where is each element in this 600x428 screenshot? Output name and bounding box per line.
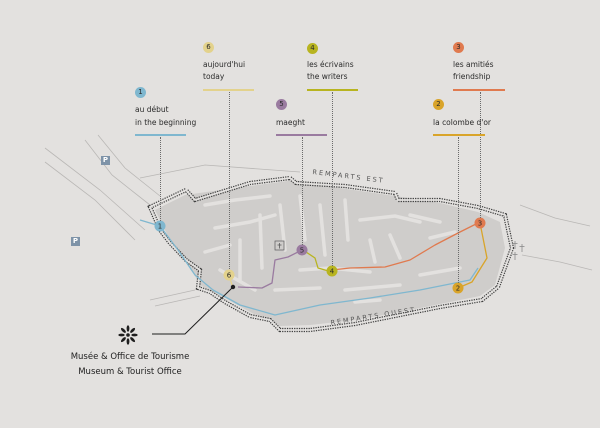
walking-routes	[139, 219, 488, 316]
svg-text:4: 4	[330, 268, 335, 276]
museum-leader-line	[152, 286, 234, 335]
route-title-fr: la colombe d'or	[433, 118, 492, 127]
cemetery-crosses-icon	[512, 241, 525, 260]
route-number-badge: 2	[433, 99, 444, 110]
svg-text:1: 1	[158, 223, 162, 231]
svg-text:2: 2	[456, 285, 460, 293]
route-color-bar	[135, 134, 186, 136]
route-1-path	[139, 219, 479, 316]
route-title-fr: aujourd'hui	[203, 60, 246, 69]
leader-line-6	[229, 92, 230, 269]
marker-5[interactable]: 5	[296, 244, 308, 256]
route-color-bar	[453, 89, 505, 91]
route-title-en: the writers	[307, 72, 348, 81]
route-title-fr: les amitiés	[453, 60, 494, 69]
route-number-badge: 4	[307, 43, 318, 54]
rampart-walls	[147, 175, 515, 333]
svg-text:3: 3	[478, 220, 482, 228]
sun-flower-icon	[118, 325, 138, 345]
leader-line-2	[458, 137, 459, 283]
svg-text:5: 5	[300, 247, 304, 255]
tourist-office-name-fr: Musée & Office de Tourisme	[70, 352, 190, 362]
route-number-badge: 6	[203, 42, 214, 53]
parking-sign: P	[101, 156, 110, 165]
parking-sign: P	[71, 237, 80, 246]
route-title-fr: maeght	[276, 118, 305, 127]
marker-1[interactable]: 1	[154, 220, 166, 232]
route-number-badge: 1	[135, 87, 146, 98]
route-color-bar	[203, 89, 254, 91]
route-title-fr: les écrivains	[307, 60, 354, 69]
tourist-office-name-en: Museum & Tourist Office	[78, 367, 182, 377]
church-icon	[274, 240, 285, 251]
route-title-en: in the beginning	[135, 118, 197, 127]
route-color-bar	[433, 134, 485, 136]
leader-line-3	[480, 92, 481, 218]
route-title-en: friendship	[453, 72, 491, 81]
route-number-badge: 3	[453, 42, 464, 53]
outer-roads	[44, 134, 593, 307]
tourist-office-label[interactable]: Musée & Office de Tourisme Museum & Tour…	[60, 352, 200, 377]
route-number-badge: 5	[276, 99, 287, 110]
svg-text:6: 6	[227, 272, 232, 280]
route-color-bar	[307, 89, 358, 91]
marker-6[interactable]: 6	[223, 269, 235, 281]
marker-4[interactable]: 4	[326, 265, 338, 277]
marker-2[interactable]: 2	[452, 282, 464, 294]
route-3-path	[331, 222, 479, 271]
route-color-bar	[276, 134, 327, 136]
leader-line-4	[332, 92, 333, 266]
route-5-path	[237, 249, 303, 289]
marker-3[interactable]: 3	[474, 217, 486, 229]
route-title-fr: au début	[135, 105, 169, 114]
route-markers: 1 6 5 4 3 2	[154, 217, 486, 294]
route-2-path	[457, 222, 488, 289]
route-4-path	[302, 249, 333, 273]
route-title-en: today	[203, 72, 225, 81]
leader-line-1	[160, 137, 161, 221]
street-network	[203, 194, 462, 304]
leader-line-5	[302, 137, 303, 245]
